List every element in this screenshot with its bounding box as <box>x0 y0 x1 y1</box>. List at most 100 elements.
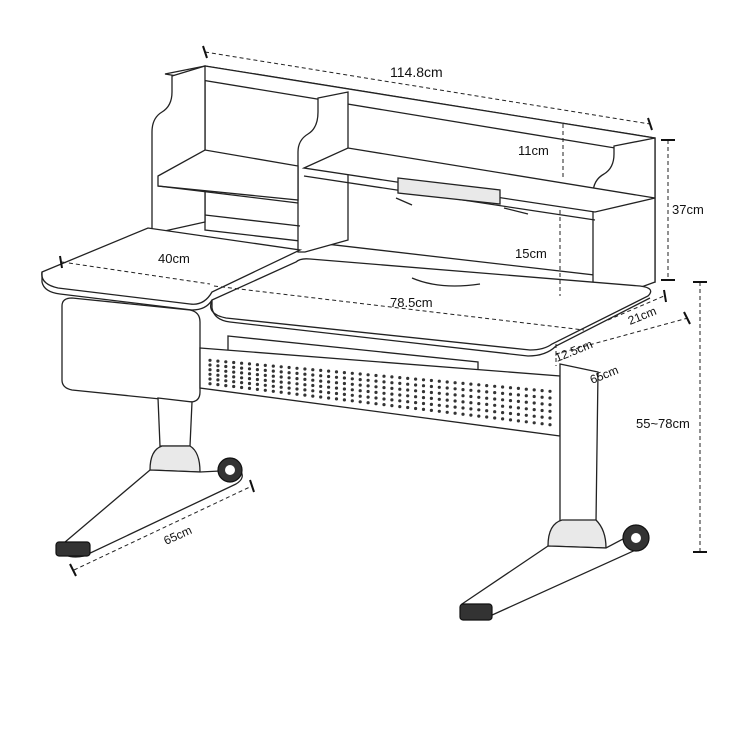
perforation-hole <box>516 393 521 397</box>
label-total-width: 114.8cm <box>390 64 443 80</box>
perforation-hole <box>263 388 267 392</box>
perforation-hole <box>311 394 315 398</box>
perforation-hole <box>334 375 339 379</box>
perforation-hole <box>358 378 362 382</box>
perforation-hole <box>493 410 497 414</box>
perforation-hole <box>295 371 299 375</box>
perforation-hole <box>548 409 552 413</box>
perforation-hole <box>469 413 473 417</box>
perforation-hole <box>255 387 259 391</box>
perforation-hole <box>342 392 346 396</box>
perforation-hole <box>437 409 441 413</box>
dim-line-main-top <box>213 285 585 331</box>
perforation-hole <box>429 396 433 400</box>
perforation-hole <box>216 383 220 387</box>
perforation-hole <box>334 397 339 401</box>
perforation-hole <box>319 379 323 383</box>
perforation-hole <box>303 367 307 371</box>
perforation-hole <box>548 389 552 393</box>
perforation-hole <box>429 402 433 406</box>
perforation-hole <box>358 400 362 404</box>
perforation-hole <box>414 406 418 411</box>
label-left-top-width: 40cm <box>158 251 190 266</box>
perforation-hole <box>247 367 252 371</box>
perforation-hole <box>255 382 259 386</box>
perforation-hole <box>303 372 307 376</box>
perforation-hole <box>216 378 220 382</box>
perforation-hole <box>342 371 346 375</box>
perforation-hole <box>524 394 528 398</box>
perforation-hole <box>453 381 457 385</box>
perforation-hole <box>327 396 331 400</box>
perforation-hole <box>414 377 418 381</box>
perforation-hole <box>366 395 370 399</box>
left-foot-pad <box>55 541 91 557</box>
right-foot-pad <box>459 603 493 621</box>
perforation-hole <box>445 392 449 396</box>
perforation-hole <box>524 420 528 424</box>
perforation-hole <box>406 382 410 386</box>
perforation-hole <box>493 416 497 420</box>
perforation-hole <box>469 388 473 392</box>
hutch-middle-divider <box>297 91 349 253</box>
perforation-hole <box>287 365 291 370</box>
perforation-hole <box>295 366 299 370</box>
perforation-hole <box>342 398 346 402</box>
perforation-hole <box>224 369 228 373</box>
perforation-hole <box>287 371 291 375</box>
perforation-hole <box>216 364 220 368</box>
perforation-hole <box>429 390 433 395</box>
perforation-hole <box>287 376 291 380</box>
perforation-hole <box>421 384 426 388</box>
perforation-hole <box>279 370 283 374</box>
perforation-hole <box>263 373 267 377</box>
perforation-hole <box>311 383 315 388</box>
label-upper-shelf-height: 11cm <box>518 143 549 158</box>
label-hutch-height: 37cm <box>672 202 704 217</box>
perforation-hole <box>532 401 536 405</box>
perforation-hole <box>477 414 481 418</box>
perforation-hole <box>445 398 449 402</box>
perforation-hole <box>485 384 489 388</box>
perforation-hole <box>334 370 339 374</box>
perforation-hole <box>303 388 307 392</box>
perforation-hole <box>508 411 513 416</box>
perforation-hole <box>469 394 473 399</box>
perforation-hole <box>390 404 394 408</box>
perforation-hole <box>279 375 283 379</box>
perforation-hole <box>271 364 275 368</box>
perforation-hole <box>240 376 244 380</box>
perforation-hole <box>414 395 418 399</box>
perforation-hole <box>334 386 339 390</box>
perforation-hole <box>477 389 481 393</box>
perforation-hole <box>311 378 315 382</box>
perforation-hole <box>437 379 441 383</box>
perforation-hole <box>532 414 536 418</box>
perforation-hole <box>437 403 441 407</box>
dim-line-total-width <box>204 51 651 125</box>
perforation-hole <box>311 373 315 377</box>
perforation-hole <box>501 391 505 395</box>
label-base-length: 65cm <box>162 523 195 548</box>
perforation-hole <box>224 360 228 364</box>
perforation-hole <box>398 393 402 397</box>
perforation-hole <box>279 380 283 384</box>
perforation-hole <box>240 381 244 385</box>
perforation-hole <box>508 399 513 403</box>
perforation-hole <box>485 396 489 400</box>
perforation-hole <box>406 388 410 392</box>
right-leg-column <box>559 363 599 523</box>
perforation-hole <box>501 385 505 389</box>
perforation-hole <box>485 409 489 413</box>
perforation-hole <box>374 402 378 406</box>
perforation-hole <box>532 421 536 425</box>
perforation-hole <box>445 386 449 390</box>
dim-line-depth-small <box>607 295 665 321</box>
perforation-hole <box>493 403 497 407</box>
perforation-hole <box>516 406 521 410</box>
perforation-hole <box>398 381 402 385</box>
perforation-hole <box>216 368 220 373</box>
perforation-hole <box>437 397 441 401</box>
perforation-hole <box>279 365 283 369</box>
perforation-hole <box>350 393 354 397</box>
